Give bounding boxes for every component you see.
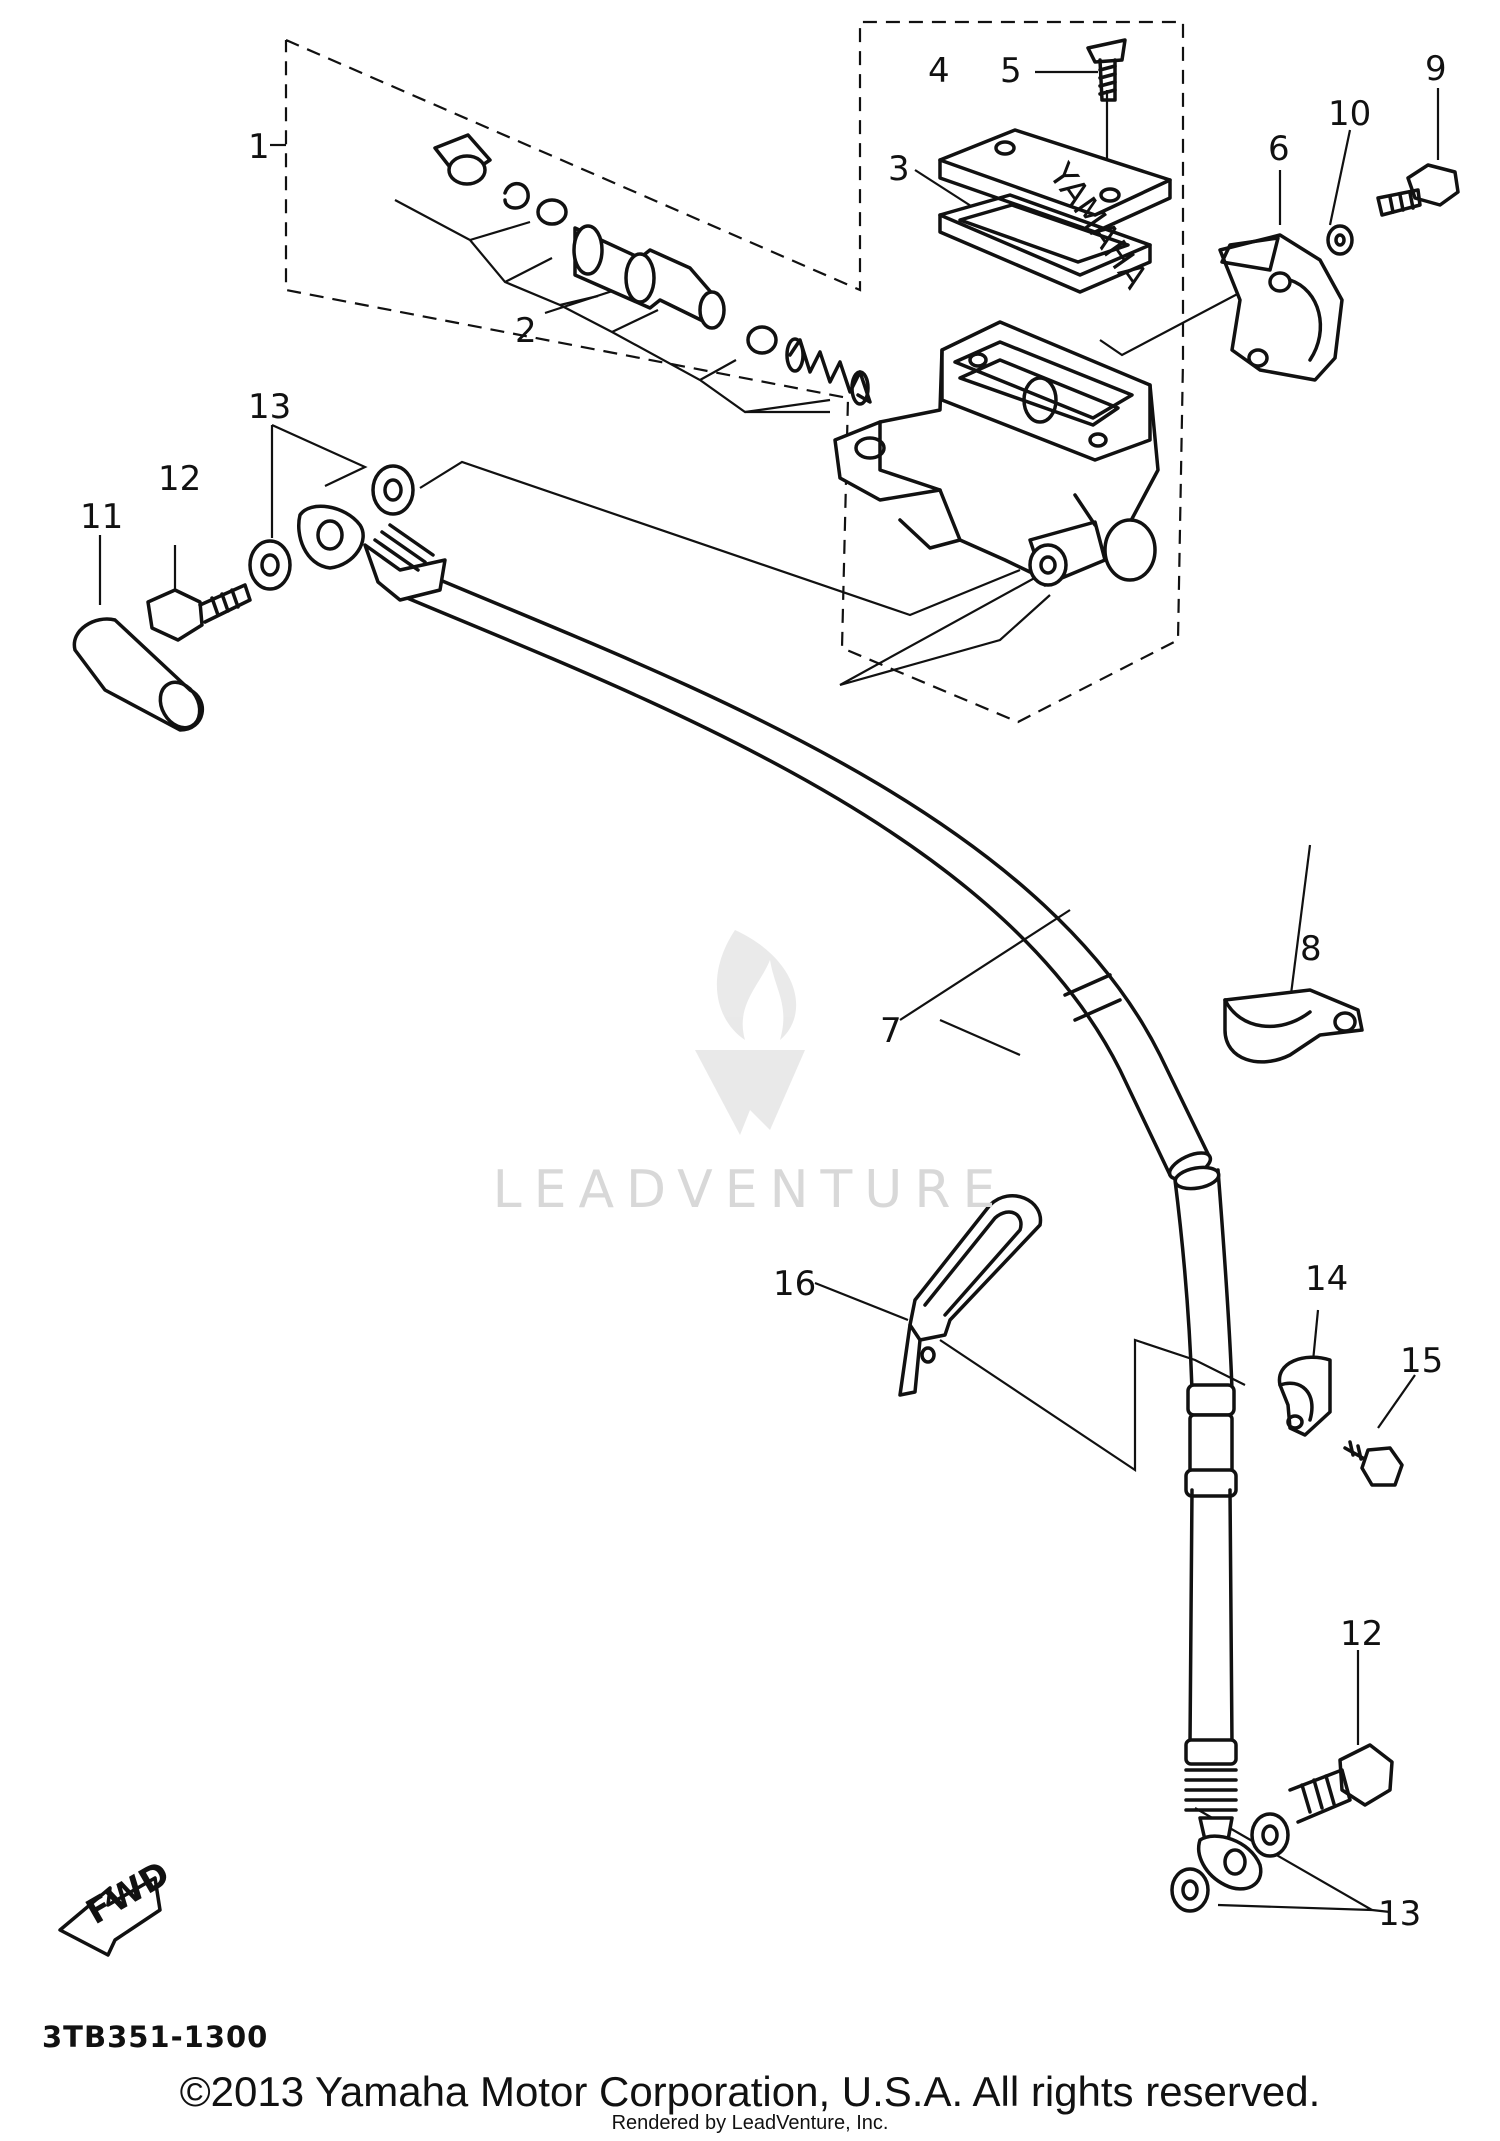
banjo-fitting-top (297, 504, 365, 570)
hose-clamp-8 (1223, 988, 1364, 1064)
part-label-16: 16 (773, 1264, 816, 1304)
washer-13-bottom-a (1250, 1812, 1290, 1858)
rendered-by-notice: Rendered by LeadVenture, Inc. (611, 2112, 889, 2134)
union-bolt-12-top (146, 583, 252, 642)
master-cylinder-assembly-boundary (284, 20, 1185, 724)
washer-13-top-b (248, 539, 292, 591)
part-label-13-bottom: 13 (1378, 1894, 1421, 1934)
washer-13-bottom-b (1170, 1867, 1210, 1913)
hose-clip-14 (1277, 1355, 1332, 1437)
part-label-15: 15 (1400, 1341, 1443, 1381)
part-label-4: 4 (928, 51, 950, 91)
copyright-notice: ©2013 Yamaha Motor Corporation, U.S.A. A… (179, 2068, 1321, 2115)
screw-15 (1343, 1440, 1404, 1487)
part-label-13-top: 13 (248, 387, 291, 427)
brake-hose-lower (1173, 1165, 1238, 1842)
reservoir-diaphragm (938, 193, 1152, 294)
washer-13-top-a (371, 464, 415, 516)
watermark-text: LEADVENTURE (492, 1160, 1008, 1220)
part-label-1: 1 (248, 127, 270, 167)
hose-guide-16 (898, 1194, 1043, 1397)
part-label-2: 2 (515, 311, 537, 351)
fwd-arrow-icon: FWD (58, 1854, 177, 1957)
washer-10 (1326, 224, 1354, 256)
watermark-logo (695, 930, 805, 1135)
union-bolt-12-bottom (1288, 1743, 1394, 1824)
part-label-14: 14 (1305, 1259, 1348, 1299)
banjo-fitting-bottom (1197, 1834, 1263, 1891)
part-label-3: 3 (888, 149, 910, 189)
holder-bracket (1218, 233, 1344, 382)
part-label-10: 10 (1328, 94, 1371, 134)
diagram-code: 3TB351-1300 (42, 2020, 269, 2054)
part-label-12-top: 12 (158, 459, 201, 499)
boot-cap-11 (72, 617, 205, 732)
bolt-9 (1376, 163, 1460, 217)
part-label-8: 8 (1300, 929, 1322, 969)
brake-hose-upper (363, 523, 1213, 1181)
part-label-12-bottom: 12 (1340, 1614, 1383, 1654)
part-labels: 1 2 3 4 5 6 7 8 9 10 11 12 12 13 13 14 1… (80, 49, 1447, 1934)
part-label-6: 6 (1268, 129, 1290, 169)
spring (785, 337, 872, 406)
part-label-7: 7 (880, 1011, 902, 1051)
part-label-5: 5 (1000, 51, 1022, 91)
cap-screw (1086, 38, 1127, 102)
master-cylinder-body (833, 320, 1160, 587)
part-label-9: 9 (1425, 49, 1447, 89)
piston-kit (433, 133, 872, 406)
part-label-11: 11 (80, 497, 123, 537)
